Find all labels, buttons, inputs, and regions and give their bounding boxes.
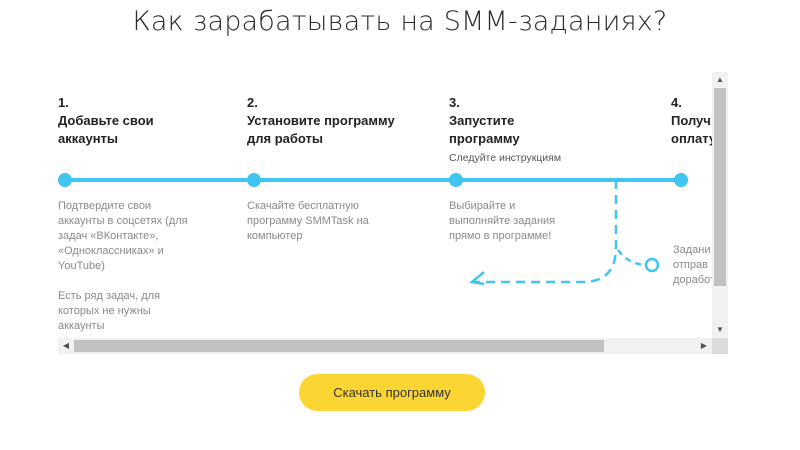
step-2-number: 2. xyxy=(247,95,258,110)
horizontal-scroll-thumb[interactable] xyxy=(74,340,604,352)
step-1-number: 1. xyxy=(58,95,69,110)
page-title: Как зарабатывать на SMM-заданиях? xyxy=(132,6,668,37)
step-3-hint: Следуйте инструкциям xyxy=(449,152,562,164)
step-2: 2. Установите программу для работы xyxy=(247,94,395,148)
step-3-number: 3. xyxy=(449,95,460,110)
horizontal-scrollbar[interactable]: ◀ ▶ xyxy=(58,338,712,354)
timeline-line xyxy=(65,178,685,182)
steps-scroll-container[interactable]: 1. Добавьте свои аккаунты 2. Установите … xyxy=(58,72,728,354)
step-2-title: Установите программу для работы xyxy=(247,113,395,146)
scroll-up-arrow-icon[interactable]: ▲ xyxy=(716,75,724,84)
step-3: 3. Запустите программу Следуйте инструкц… xyxy=(449,94,561,164)
step-1-title: Добавьте свои аккаунты xyxy=(58,113,154,146)
timeline-dot-1 xyxy=(58,173,72,187)
download-program-button[interactable]: Скачать программу xyxy=(299,374,485,411)
timeline-dot-2 xyxy=(247,173,261,187)
steps-viewport: 1. Добавьте свои аккаунты 2. Установите … xyxy=(58,72,712,338)
step-3-description: Выбирайте и выполняйте задания прямо в п… xyxy=(449,200,556,242)
step-1: 1. Добавьте свои аккаунты xyxy=(58,94,154,148)
scroll-left-arrow-icon[interactable]: ◀ xyxy=(62,341,70,350)
scrollbar-corner xyxy=(712,338,728,354)
dashed-connector-icon xyxy=(469,180,660,286)
scroll-right-arrow-icon[interactable]: ▶ xyxy=(700,341,708,350)
step-2-description: Скачайте бесплатную программу SMMTask на… xyxy=(247,200,369,242)
scroll-down-arrow-icon[interactable]: ▼ xyxy=(716,325,724,334)
step-4-number: 4. xyxy=(671,95,682,110)
step-4-title: Получ оплату xyxy=(671,113,712,146)
vertical-scrollbar[interactable]: ▲ ▼ xyxy=(712,72,728,338)
step-4-description: Задани отправ доработ xyxy=(673,244,712,286)
step-3-title: Запустите программу xyxy=(449,113,520,146)
timeline-dot-4 xyxy=(674,173,688,187)
timeline-dot-3 xyxy=(449,173,463,187)
vertical-scroll-thumb[interactable] xyxy=(714,88,726,286)
step-1-description: Подтвердите свои аккаунты в соцсетях (дл… xyxy=(58,200,188,332)
step-4: 4. Получ оплату xyxy=(671,94,712,148)
